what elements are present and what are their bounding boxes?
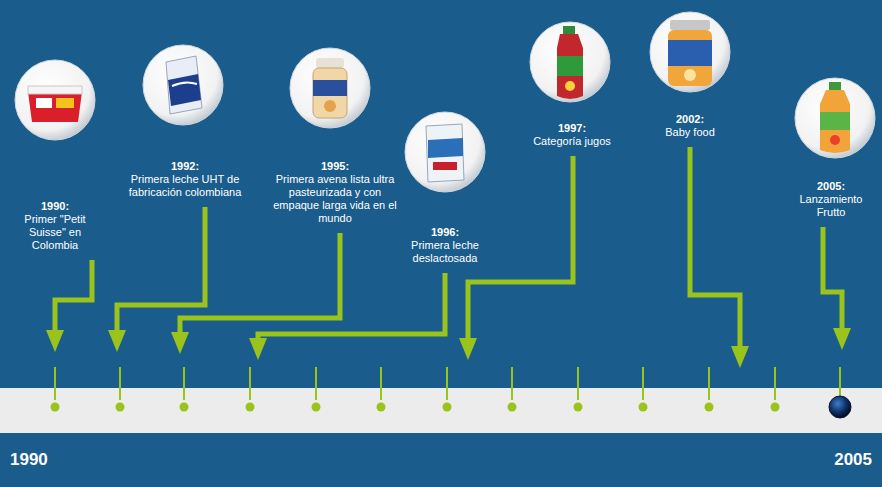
- bottom-band: [0, 433, 882, 487]
- arrow-head: [731, 346, 749, 368]
- milestone: 1990:Primer "Petit Suisse" en Colombia: [10, 200, 100, 252]
- milestone-text: Primera leche deslactosada: [393, 239, 497, 265]
- tick-dots: [51, 403, 780, 412]
- milestone-year: 2005:: [784, 180, 878, 193]
- milestone-text: Primera leche UHT de fabricación colombi…: [125, 173, 245, 199]
- milestone-year: 1997:: [512, 122, 632, 135]
- milestone: 1996:Primera leche deslactosada: [393, 226, 497, 265]
- arrow-head: [108, 330, 126, 352]
- arrow-head: [833, 328, 851, 350]
- milestone-text: Categoría jugos: [512, 135, 632, 148]
- current-marker: [829, 396, 851, 418]
- milestone-text: Primera avena lista ultra pasteurizada y…: [268, 173, 402, 225]
- timeline-arrow: [258, 273, 445, 340]
- product-frutto: [795, 78, 875, 158]
- timeline-arrow: [180, 233, 340, 334]
- product-lactose-free-milk: [405, 112, 485, 192]
- timeline-band: [0, 388, 882, 433]
- milestone-text: Lanzamiento Frutto: [784, 193, 878, 219]
- milestone: 1997:Categoría jugos: [512, 122, 632, 148]
- timeline-arrow: [468, 156, 573, 340]
- timeline-arrow: [690, 147, 740, 348]
- timeline-arrow: [117, 207, 205, 332]
- product-uht-milk: [143, 45, 223, 125]
- milestone-year: 1992:: [125, 160, 245, 173]
- arrow-head: [249, 338, 267, 360]
- milestone: 1992:Primera leche UHT de fabricación co…: [125, 160, 245, 199]
- product-baby-food: [650, 12, 730, 92]
- milestone: 2002:Baby food: [640, 113, 740, 139]
- ticks: [55, 367, 840, 400]
- arrow-head: [459, 338, 477, 360]
- milestone-year: 1990:: [10, 200, 100, 213]
- timeline-arrow: [55, 260, 92, 332]
- axis-end-year: 2005: [834, 450, 872, 470]
- milestone-year: 2002:: [640, 113, 740, 126]
- timeline-arrow: [823, 227, 842, 330]
- product-oat-drink: [290, 48, 370, 128]
- axis-start-year: 1990: [10, 450, 48, 470]
- milestone-text: Baby food: [640, 126, 740, 139]
- milestone: 1995:Primera avena lista ultra pasteuriz…: [268, 160, 402, 225]
- arrow-head: [46, 330, 64, 352]
- milestone-text: Primer "Petit Suisse" en Colombia: [10, 213, 100, 252]
- product-juice: [530, 22, 610, 102]
- milestone: 2005:Lanzamiento Frutto: [784, 180, 878, 219]
- milestone-year: 1995:: [268, 160, 402, 173]
- product-petit-suisse: [15, 60, 95, 140]
- arrow-head: [171, 332, 189, 354]
- milestone-year: 1996:: [393, 226, 497, 239]
